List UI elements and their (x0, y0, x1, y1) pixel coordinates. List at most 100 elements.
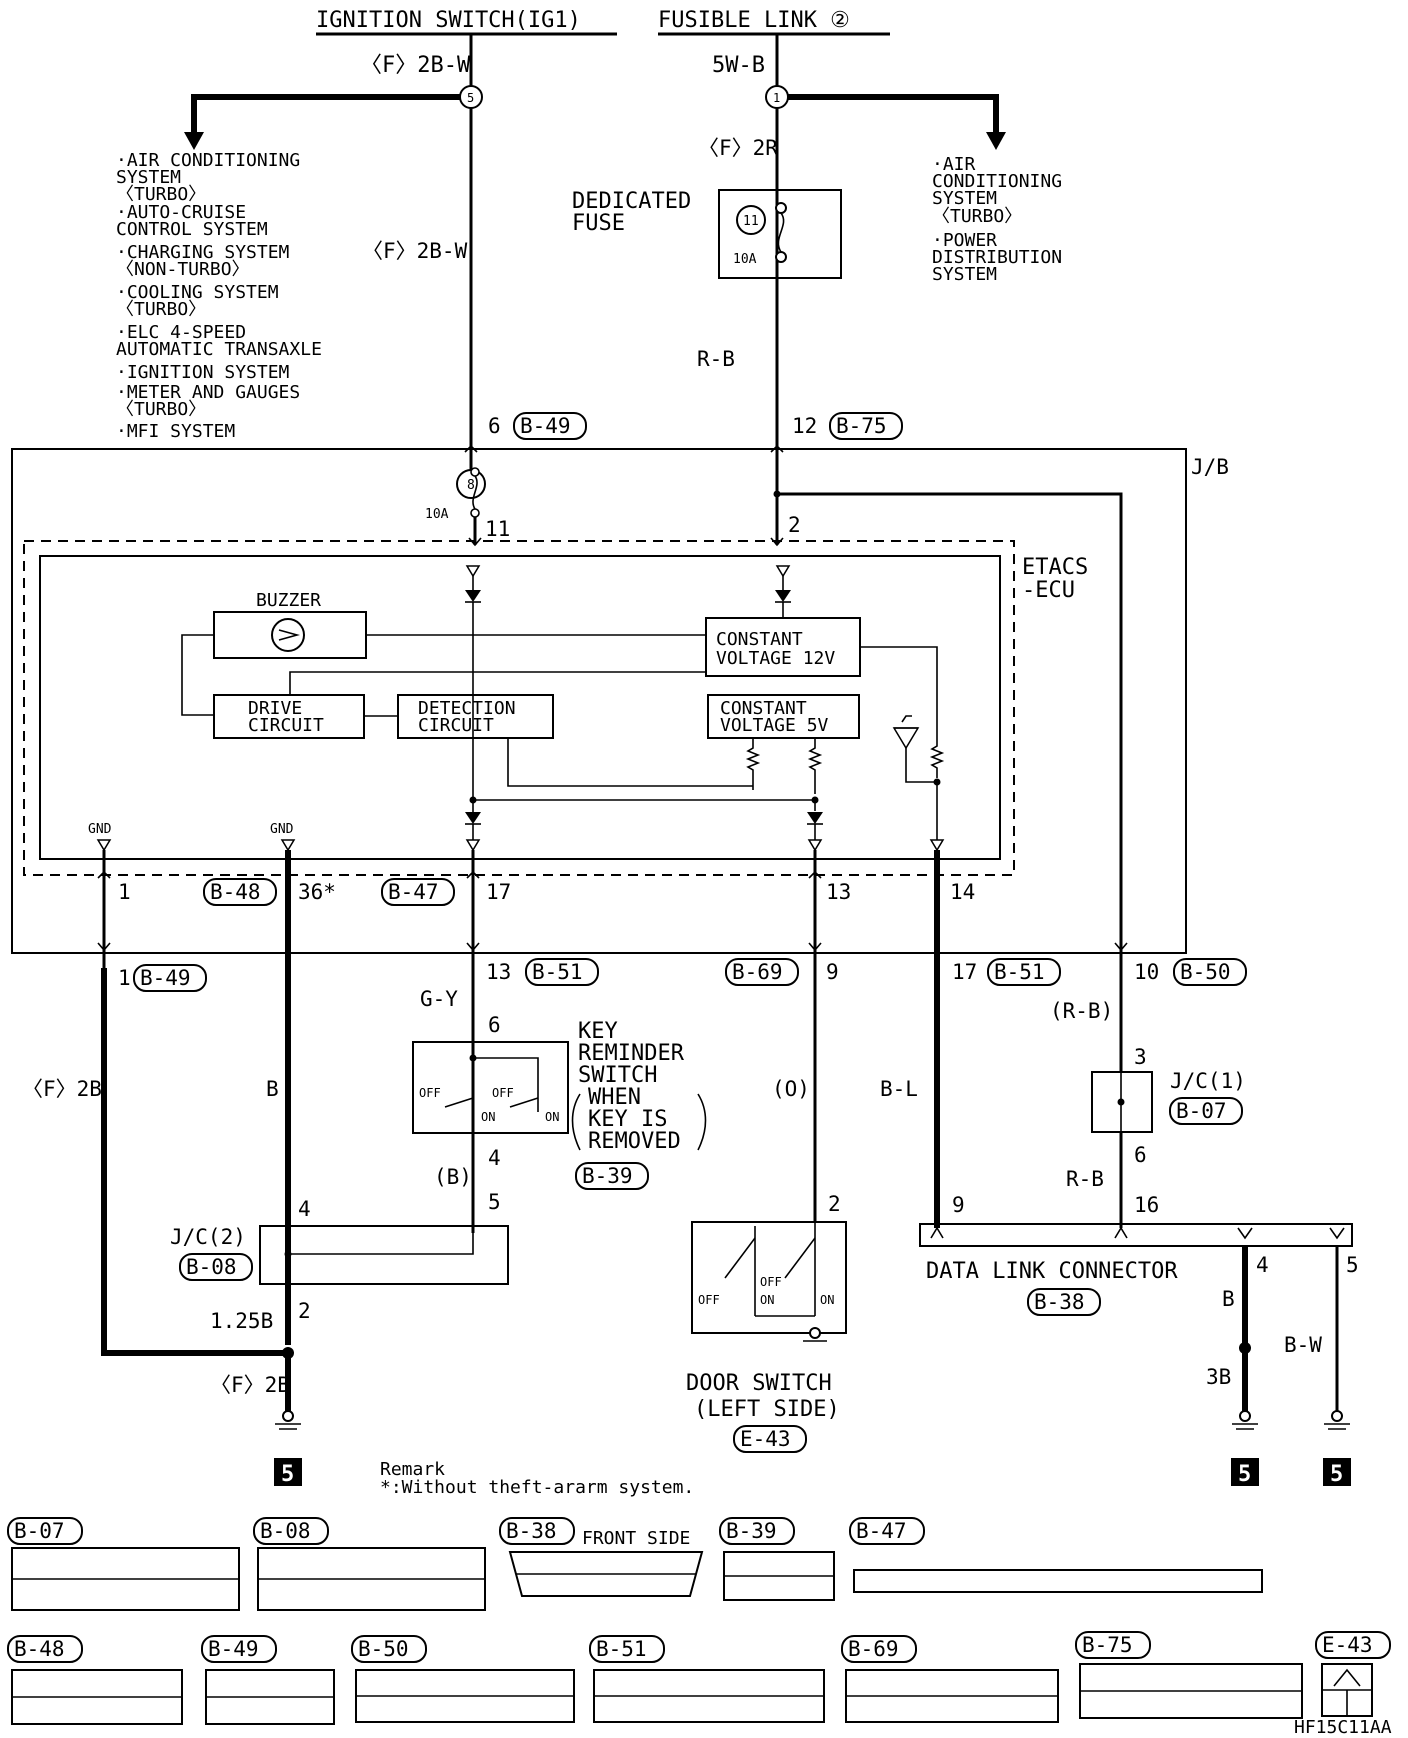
wire-label-125b: 1.25B (210, 1309, 273, 1333)
out-tri-13 (807, 839, 823, 852)
pin-dl16: 16 (1134, 1193, 1159, 1217)
dlc-pin9 (930, 1226, 944, 1239)
dedicated-label: DEDICATED (572, 189, 691, 214)
svg-text:·POWER: ·POWER (932, 230, 997, 251)
wire-label-rb-top: R-B (697, 347, 735, 371)
resistor-13 (745, 738, 761, 790)
detect-label1: DETECTION (418, 698, 516, 719)
detection-circuit-box (397, 694, 554, 739)
wire-label-rb-low: R-B (1066, 1167, 1104, 1191)
key-label-1: KEY (578, 1019, 618, 1044)
jb-label: J/B (1191, 455, 1229, 479)
wire-label-b-left: B (266, 1077, 279, 1101)
key-label-5: KEY IS (588, 1107, 667, 1132)
svg-text:·AUTO-CRUISE: ·AUTO-CRUISE (116, 202, 246, 223)
face-b39-badge (719, 1517, 795, 1545)
pin-jc2-2: 2 (298, 1299, 311, 1323)
wire-label-bw: B-W (1284, 1333, 1322, 1357)
jc1-node (1117, 1098, 1125, 1106)
door-on-1: ON (760, 1293, 774, 1307)
door-ground-terminal (809, 1327, 821, 1339)
pin-q1: 1 (118, 966, 131, 990)
left-system-list: ·AIR CONDITIONING SYSTEM 〈TURBO〉 ·AUTO-C… (116, 150, 322, 442)
svg-text:·MFI SYSTEM: ·MFI SYSTEM (116, 421, 235, 442)
face-b75-label: B-75 (1082, 1633, 1133, 1657)
pin-6: 6 (488, 414, 501, 438)
face-b08-badge (253, 1517, 329, 1545)
face-b38-badge (499, 1517, 575, 1545)
door-off-1: OFF (698, 1293, 720, 1307)
conn-b39-badge (575, 1162, 649, 1190)
cv12-to-drive (289, 671, 706, 695)
node-detect (469, 796, 477, 804)
door-contact-2 (784, 1237, 816, 1279)
face-b47-body (853, 1569, 1263, 1593)
gnd-label-1: GND (88, 822, 112, 837)
in-open-tri-left (465, 565, 481, 578)
key-off-1: OFF (419, 1086, 441, 1100)
ground-num-mid: 5 (1238, 1462, 1251, 1487)
dlc-pin5 (1329, 1227, 1345, 1240)
svg-text:DISTRIBUTION: DISTRIBUTION (932, 247, 1062, 268)
fuse-contact-bottom (775, 251, 787, 263)
key-on-1: ON (481, 1110, 495, 1124)
conn-b69: B-69 (732, 960, 783, 984)
diode-right (775, 590, 791, 602)
svg-text:〈NON-TURBO〉: 〈NON-TURBO〉 (116, 259, 250, 280)
svg-text:·AIR CONDITIONING: ·AIR CONDITIONING (116, 150, 300, 171)
chev-13-a (808, 870, 822, 879)
connector-faces: B-07 B-08 B-38 FRONT SIDE B-39 B-47 B-48… (7, 1517, 1391, 1725)
wire-label-f2b-bottom: 〈F〉2B (210, 1373, 290, 1397)
pin-k6: 6 (488, 1013, 501, 1037)
wire-label-b-right: B (1222, 1287, 1235, 1311)
chev-17-b (466, 942, 480, 952)
wire-label-f2r: 〈F〉2R (698, 136, 778, 160)
buzzer-symbol (278, 629, 300, 641)
ground-badge-mid (1231, 1458, 1259, 1486)
face-b07-label: B-07 (14, 1519, 65, 1543)
dlc-box (919, 1223, 1353, 1247)
ground-badge-right (1323, 1458, 1351, 1486)
pin-k5: 5 (488, 1190, 501, 1214)
door-contact-1 (724, 1237, 756, 1279)
face-b50-badge (351, 1635, 427, 1663)
conn-b08-badge (179, 1253, 253, 1281)
jb-fuse-top (470, 467, 480, 477)
pin-ds2: 2 (828, 1192, 841, 1216)
door-on-2: ON (820, 1293, 834, 1307)
pin-12: 12 (792, 414, 817, 438)
ground-terminal-right (1331, 1410, 1343, 1422)
conn-b07-badge (1169, 1097, 1243, 1125)
in-open-tri-right (775, 565, 791, 578)
pin-j3: 3 (1134, 1045, 1147, 1069)
branch-right-wire (788, 94, 999, 140)
wire-label-3b: 3B (1206, 1365, 1231, 1389)
branch-left-arrow (184, 132, 204, 150)
pin-14: 14 (950, 880, 975, 904)
svg-text:SYSTEM: SYSTEM (932, 264, 997, 285)
detect-out-wire (507, 738, 753, 787)
face-b08-label: B-08 (260, 1519, 311, 1543)
ground-badge-left (274, 1458, 302, 1486)
chev-gnd1-b (97, 942, 111, 952)
fusible-link-label: FUSIBLE LINK ② (658, 8, 850, 33)
face-b50-label: B-50 (358, 1637, 409, 1661)
jc2-internal (288, 1226, 474, 1255)
face-b49-badge (201, 1635, 277, 1663)
conn-b50: B-50 (1180, 960, 1231, 984)
chev-13-b (808, 942, 822, 952)
buzzer-label: BUZZER (256, 590, 321, 611)
pin-13: 13 (826, 880, 851, 904)
jb-fuse-element (472, 475, 478, 510)
svg-text:SYSTEM: SYSTEM (932, 188, 997, 209)
cv5-label1: CONSTANT (720, 698, 807, 719)
svg-text:·CHARGING SYSTEM: ·CHARGING SYSTEM (116, 242, 290, 263)
cv12-label1: CONSTANT (716, 629, 803, 650)
fuse-rating: 10A (733, 252, 757, 267)
key-on-2: ON (545, 1110, 559, 1124)
key-switch-common (472, 1042, 539, 1112)
face-e43-label: E-43 (1322, 1633, 1373, 1657)
conn-b50-badge (1173, 958, 1247, 986)
conn-b51-b-badge (987, 958, 1061, 986)
